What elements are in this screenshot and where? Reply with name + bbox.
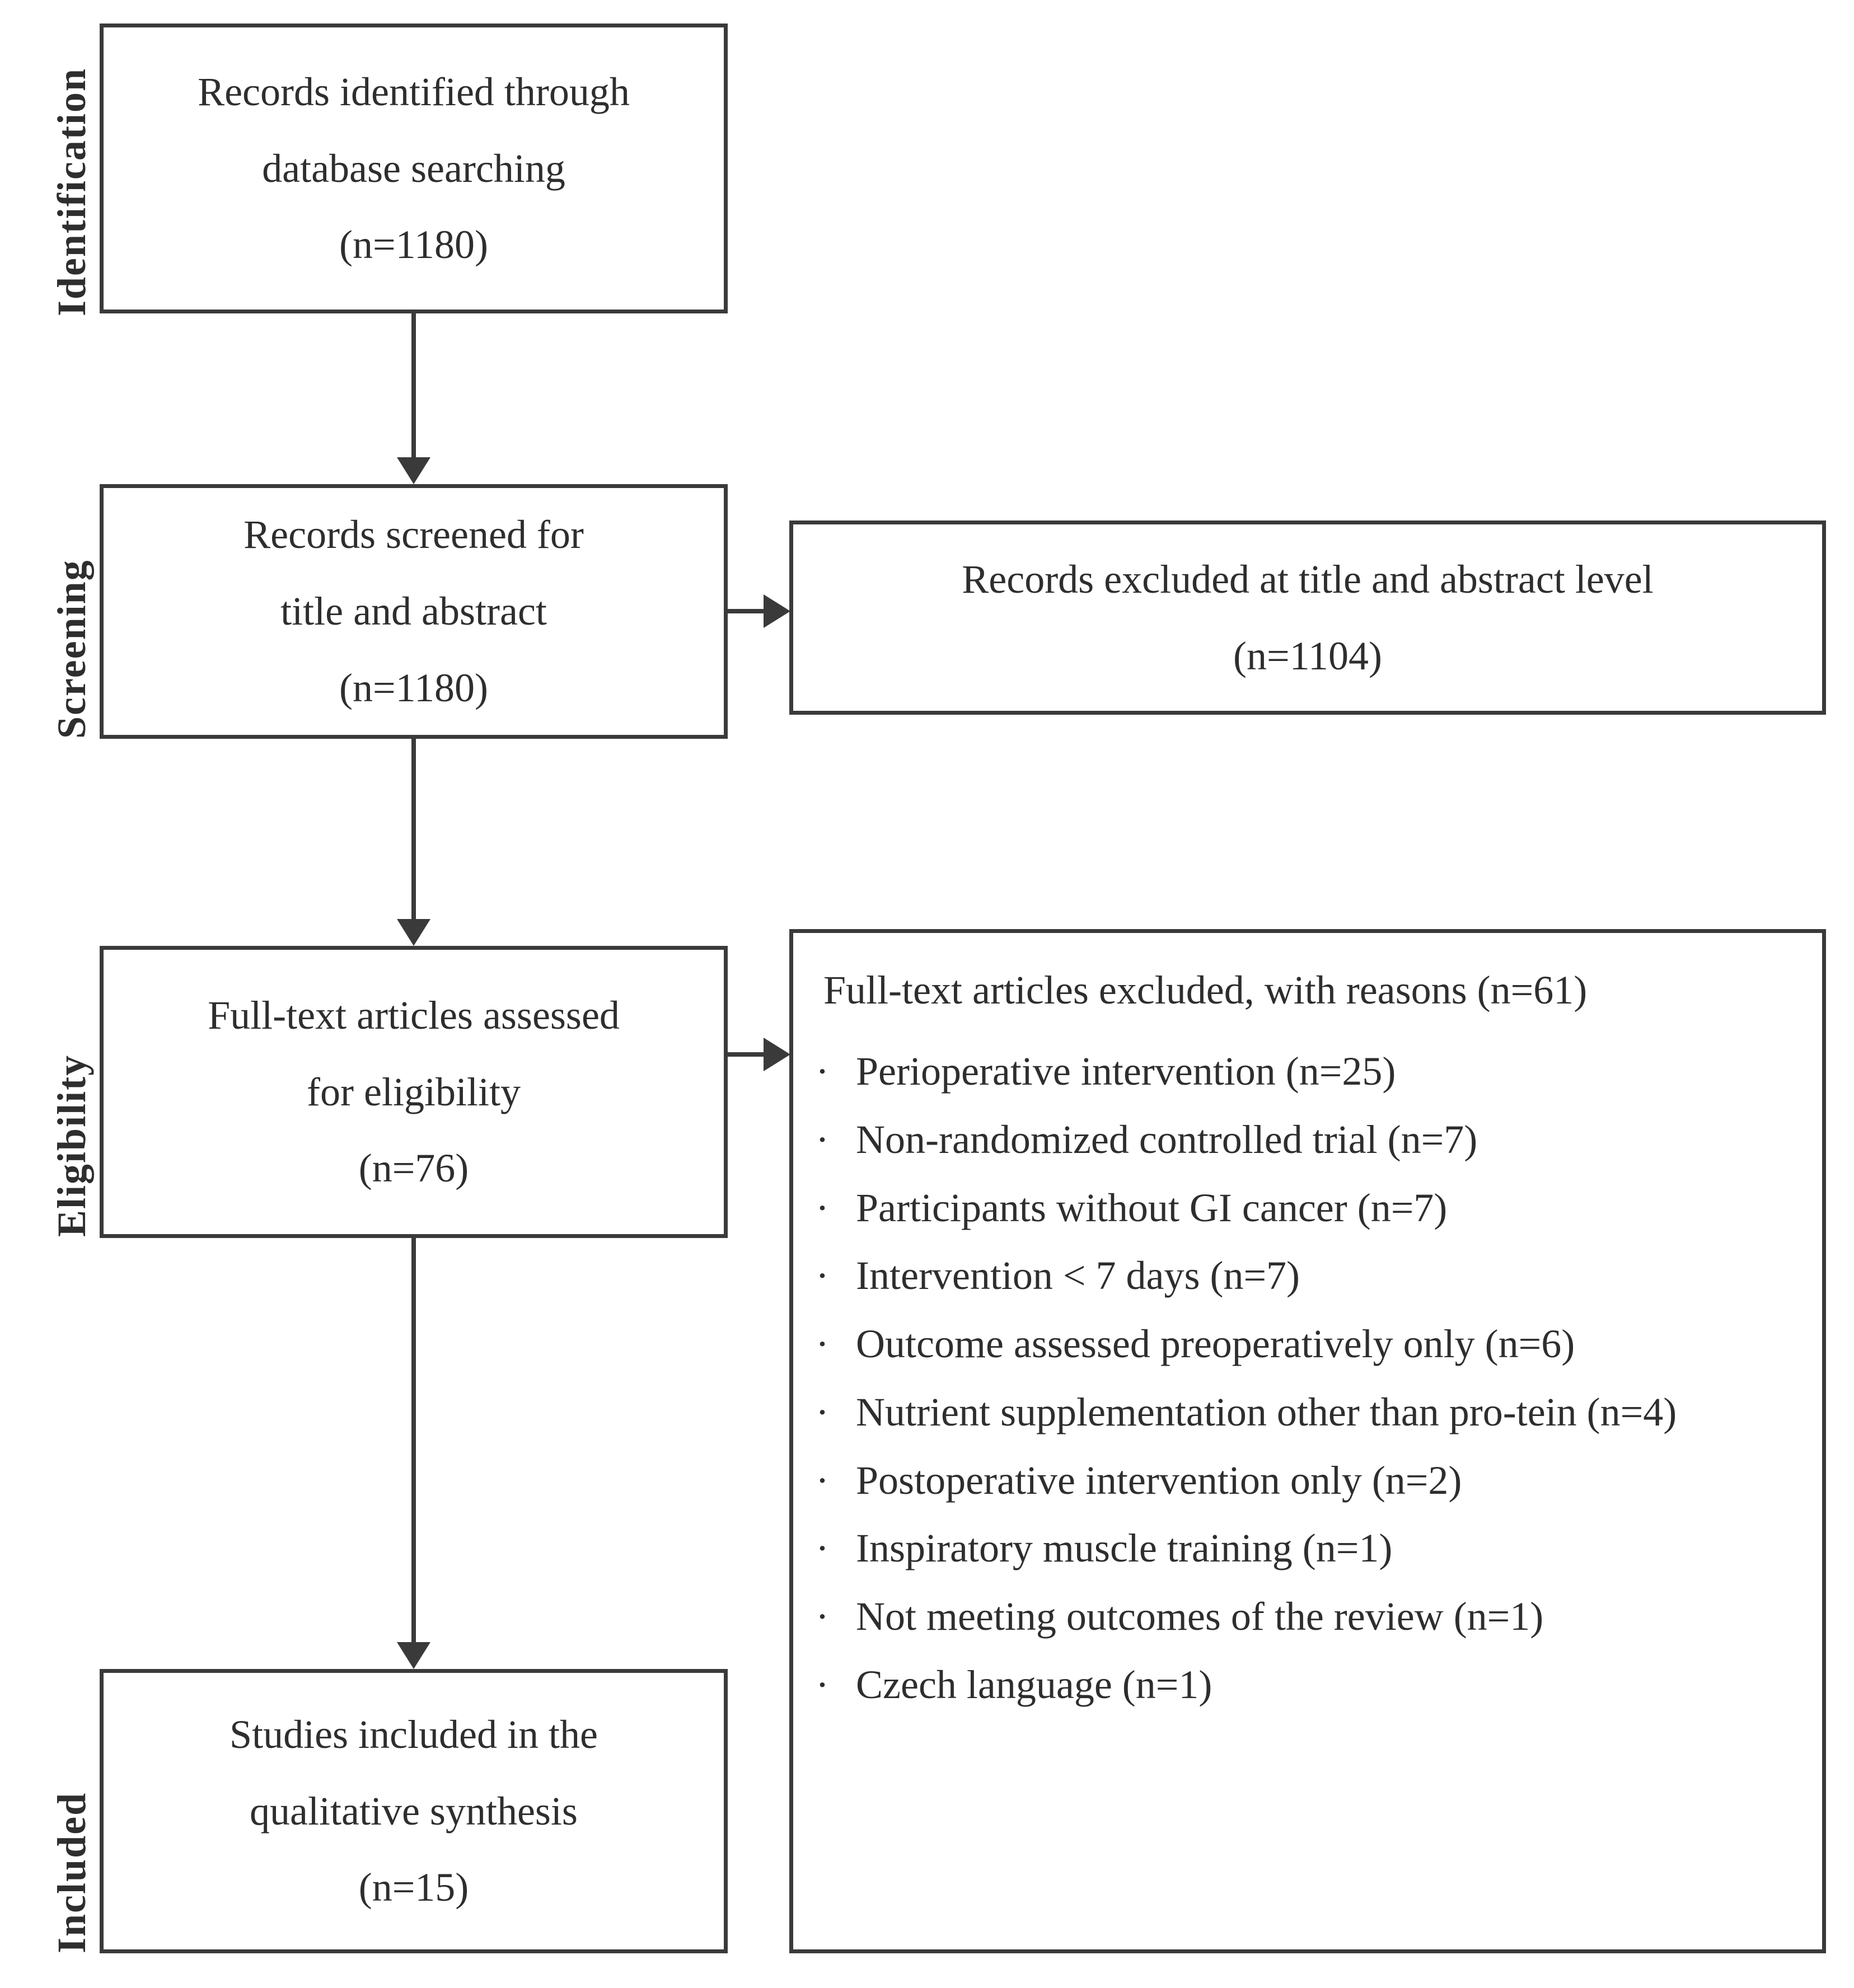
bullet-icon: · (816, 1321, 829, 1366)
reason-item: · Nutrient supplementation other than pr… (816, 1386, 1803, 1440)
box-records-excluded-screening-count: (n=1104) (1233, 633, 1382, 678)
arrowhead-screened-to-excluded (764, 594, 790, 628)
reasons-title: Full-text articles excluded, with reason… (823, 968, 1588, 1012)
box-records-excluded-screening: Records excluded at title and abstract l… (789, 521, 1826, 715)
reason-text: Postoperative intervention only (n=2) (856, 1457, 1462, 1503)
bullet-icon: · (816, 1117, 829, 1162)
box-fulltext-assessed-line1: Full-text articles assessed (208, 992, 620, 1038)
reason-item: · Czech language (n=1) (816, 1658, 1803, 1712)
stage-label-included: Included (49, 1792, 94, 1953)
reason-text: Participants without GI cancer (n=7) (856, 1185, 1448, 1230)
arrowhead-fulltext-to-included (397, 1642, 430, 1669)
reason-text: Non-randomized controlled trial (n=7) (856, 1117, 1478, 1162)
reason-item: · Non-randomized controlled trial (n=7) (816, 1113, 1803, 1167)
reason-item: · Intervention < 7 days (n=7) (816, 1249, 1803, 1303)
reason-item: · Not meeting outcomes of the review (n=… (816, 1590, 1803, 1644)
stage-label-screening: Screening (49, 559, 94, 739)
bullet-icon: · (816, 1185, 829, 1230)
box-records-screened: Records screened for title and abstract … (100, 484, 728, 739)
bullet-icon: · (816, 1662, 829, 1707)
arrowhead-screened-to-fulltext (397, 919, 430, 946)
reason-text: Outcome assessed preoperatively only (n=… (856, 1321, 1575, 1366)
bullet-icon: · (816, 1049, 829, 1094)
connector-fulltext-to-reasons (728, 1052, 766, 1057)
connector-identified-to-screened (411, 313, 416, 457)
bullet-icon: · (816, 1526, 829, 1571)
reason-item: · Participants without GI cancer (n=7) (816, 1181, 1803, 1235)
reason-text: Perioperative intervention (n=25) (856, 1049, 1396, 1094)
box-studies-included: Studies included in the qualitative synt… (100, 1669, 728, 1953)
bullet-icon: · (816, 1457, 829, 1503)
box-fulltext-assessed-line2: for eligibility (307, 1069, 521, 1114)
arrowhead-fulltext-to-reasons (764, 1038, 790, 1071)
connector-fulltext-to-included (411, 1238, 416, 1642)
reason-item: · Perioperative intervention (n=25) (816, 1045, 1803, 1099)
reason-text: Nutrient supplementation other than pro-… (856, 1389, 1677, 1434)
box-records-screened-line2: title and abstract (280, 589, 547, 634)
reason-text: Intervention < 7 days (n=7) (856, 1253, 1300, 1298)
bullet-icon: · (816, 1594, 829, 1639)
connector-screened-to-excluded (728, 609, 766, 613)
box-studies-included-line1: Studies included in the (230, 1712, 598, 1757)
box-fulltext-excluded-reasons: Full-text articles excluded, with reason… (789, 929, 1826, 1953)
reason-item: · Outcome assessed preoperatively only (… (816, 1317, 1803, 1371)
reason-text: Czech language (n=1) (856, 1662, 1212, 1707)
box-records-identified-count: (n=1180) (339, 222, 488, 268)
reason-item: · Inspiratory muscle training (n=1) (816, 1522, 1803, 1576)
reason-item: · Postoperative intervention only (n=2) (816, 1454, 1803, 1508)
box-fulltext-assessed: Full-text articles assessed for eligibil… (100, 946, 728, 1238)
reason-text: Not meeting outcomes of the review (n=1) (856, 1594, 1544, 1639)
stage-label-eligibility: Eligibility (49, 1054, 94, 1237)
box-records-screened-count: (n=1180) (339, 665, 488, 710)
box-studies-included-line2: qualitative synthesis (250, 1788, 578, 1834)
box-records-identified-line2: database searching (262, 146, 565, 191)
box-records-identified: Records identified through database sear… (100, 24, 728, 313)
bullet-icon: · (816, 1389, 829, 1434)
stage-label-identification: Identification (49, 67, 94, 316)
box-records-excluded-screening-line1: Records excluded at title and abstract l… (962, 556, 1654, 602)
connector-screened-to-fulltext (411, 739, 416, 919)
bullet-icon: · (816, 1253, 829, 1298)
box-studies-included-count: (n=15) (358, 1865, 469, 1910)
reason-text: Inspiratory muscle training (n=1) (856, 1526, 1393, 1571)
box-fulltext-assessed-count: (n=76) (358, 1146, 469, 1191)
arrowhead-identified-to-screened (397, 457, 430, 484)
box-records-screened-line1: Records screened for (244, 512, 584, 557)
box-records-identified-line1: Records identified through (198, 69, 630, 114)
